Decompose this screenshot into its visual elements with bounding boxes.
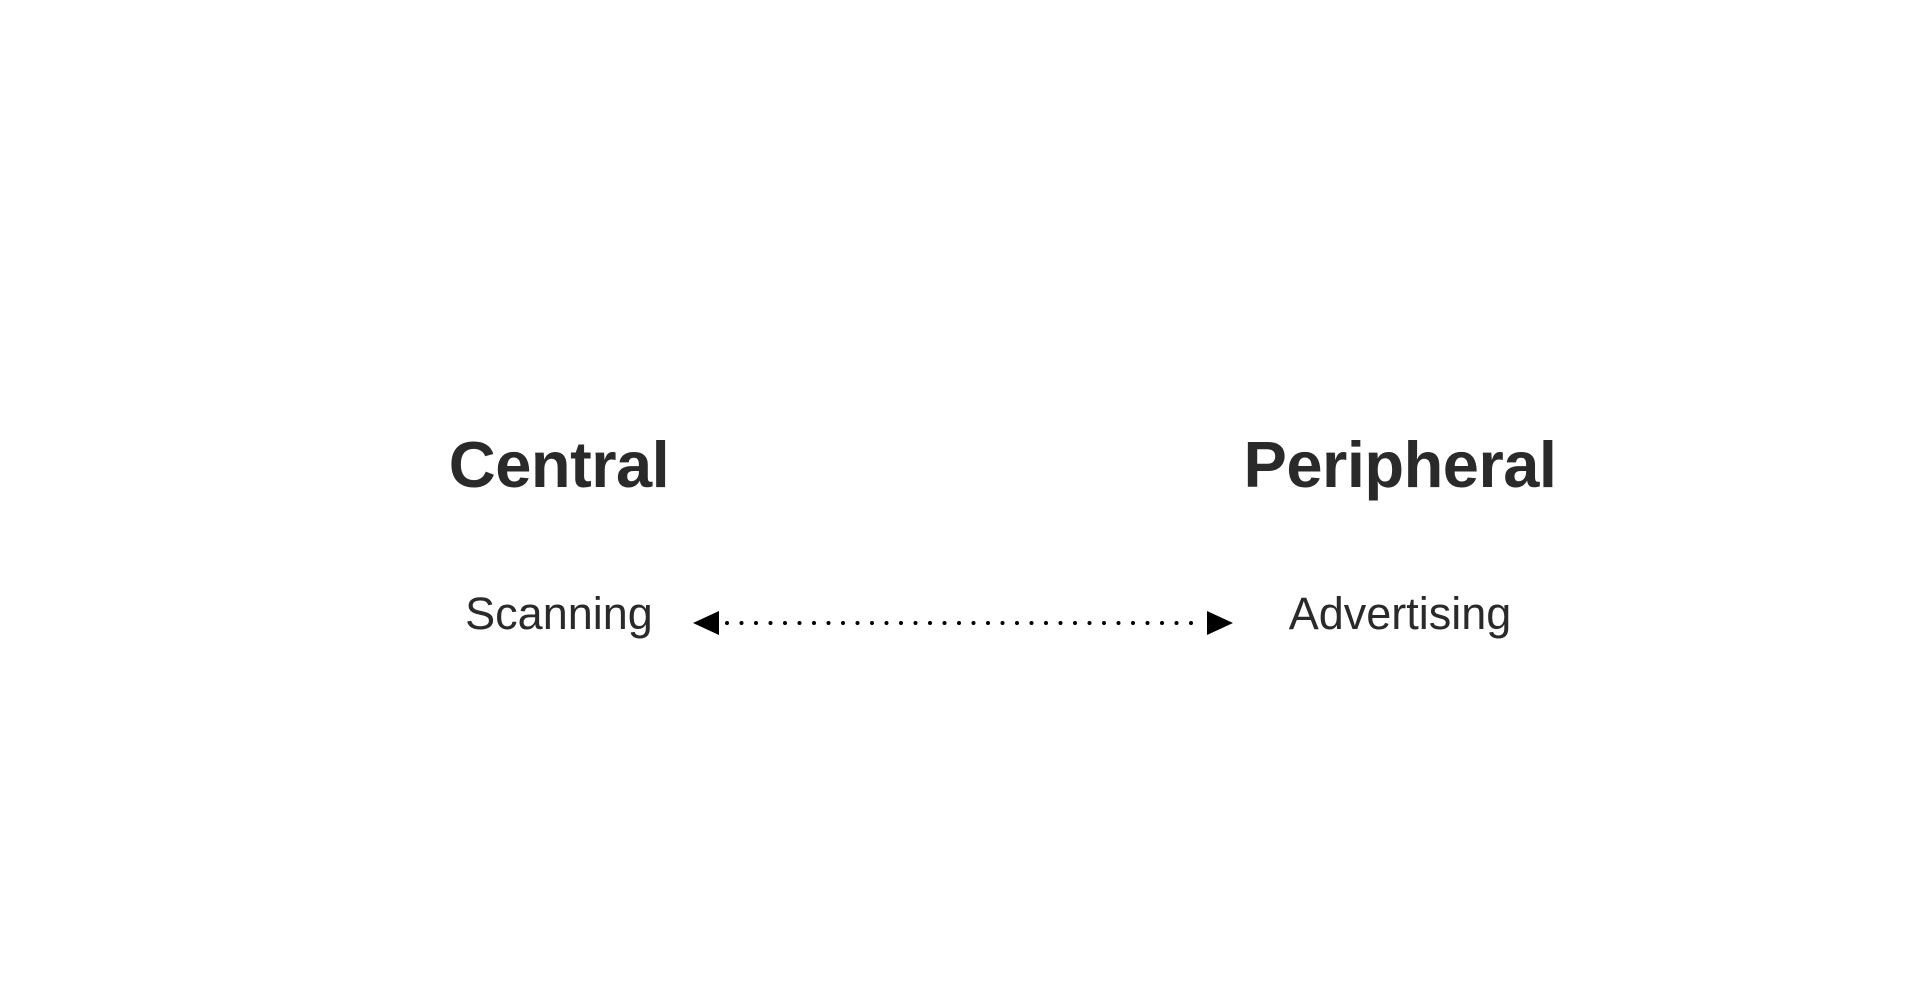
peripheral-heading: Peripheral [1243,428,1557,501]
right-arrowhead-icon [1207,611,1233,635]
scanning-label: Scanning [465,588,653,639]
advertising-label: Advertising [1288,588,1512,639]
left-arrowhead-icon [693,611,719,635]
central-heading: Central [448,428,670,501]
bidirectional-dotted-arrow [693,611,1233,635]
